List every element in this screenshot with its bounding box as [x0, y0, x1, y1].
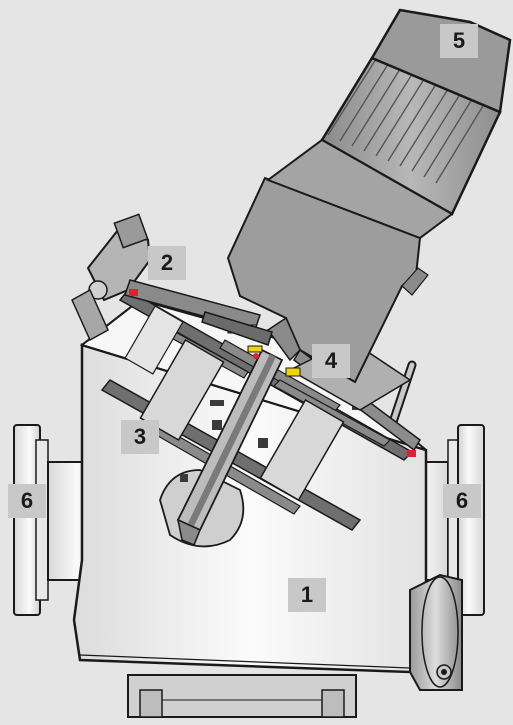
callout-body: 1: [288, 578, 326, 612]
callout-shaft-seal: 4: [312, 344, 350, 378]
red-seal-right: [407, 450, 416, 457]
red-seal-shaft: [253, 353, 259, 359]
bottom-elbow: [409, 573, 463, 691]
yellow-seal-mid: [247, 345, 263, 353]
callout-left-inlet: 6: [8, 484, 46, 518]
callout-right-inlet: 6: [443, 484, 481, 518]
internal-cutaway: [100, 289, 414, 548]
yellow-seal-right: [285, 367, 301, 377]
callout-internal-disc: 3: [121, 420, 159, 454]
callout-motor: 5: [440, 24, 478, 58]
red-seal-left: [129, 289, 138, 296]
left-arm: [71, 213, 261, 342]
base-stand: [127, 674, 357, 718]
callout-actuator-arm: 2: [148, 246, 186, 280]
